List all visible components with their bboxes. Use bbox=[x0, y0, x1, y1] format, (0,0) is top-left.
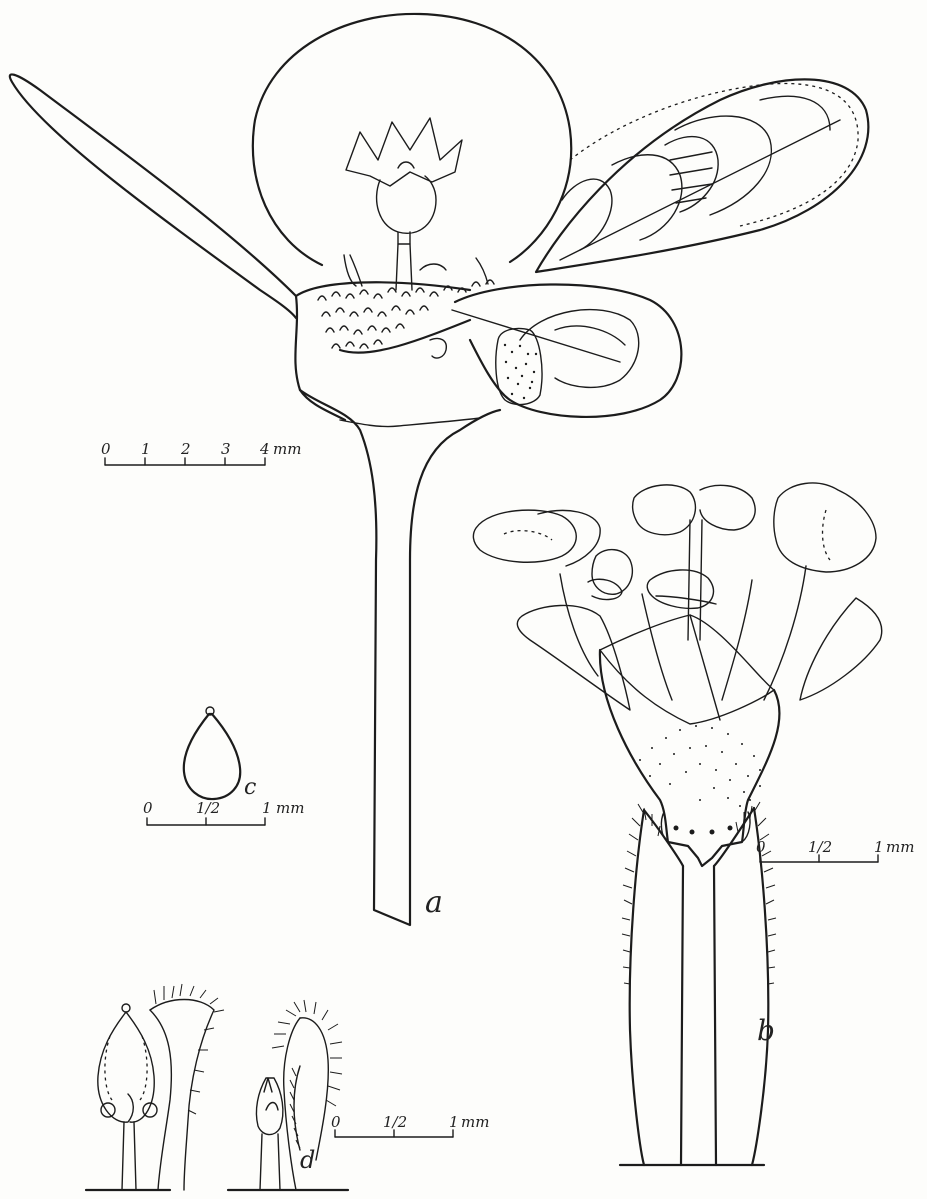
scale-a-tick-0: 0 bbox=[101, 440, 111, 458]
scale-bar-d: 0 1/2 1 mm bbox=[331, 1113, 489, 1137]
petal-elongate bbox=[536, 79, 868, 272]
scale-b-tick-2: 1 bbox=[874, 838, 884, 856]
scale-a-unit: mm bbox=[273, 440, 301, 458]
scale-bar-c: 0 1/2 1 mm bbox=[143, 799, 304, 825]
pedicel bbox=[300, 390, 500, 925]
scale-a-tick-4: 4 bbox=[259, 440, 270, 458]
scale-c-tick-1: 1/2 bbox=[196, 799, 220, 817]
scale-c-tick-2: 1 bbox=[262, 799, 272, 817]
scale-b-unit: mm bbox=[886, 838, 914, 856]
scale-d-tick-0: 0 bbox=[331, 1113, 341, 1131]
papillae bbox=[318, 255, 494, 348]
scale-b-tick-0: 0 bbox=[756, 838, 766, 856]
ovary-ports bbox=[674, 826, 733, 835]
petal-lower bbox=[455, 284, 681, 416]
scale-d-tick-2: 1 bbox=[449, 1113, 459, 1131]
receptacle bbox=[295, 282, 470, 420]
scale-bar-a: 0 1 2 3 4 mm bbox=[101, 440, 301, 465]
scale-c-unit: mm bbox=[276, 799, 304, 817]
scale-d-tick-1: 1/2 bbox=[383, 1113, 407, 1131]
inner-bud bbox=[346, 118, 462, 290]
scale-a-tick-2: 2 bbox=[180, 440, 191, 458]
scale-b-tick-1: 1/2 bbox=[808, 838, 832, 856]
label-b: b bbox=[757, 1014, 775, 1047]
figure-a bbox=[10, 14, 869, 925]
figure-c bbox=[184, 707, 240, 799]
label-c: c bbox=[244, 775, 256, 800]
figure-b bbox=[473, 483, 881, 1165]
label-d: d bbox=[300, 1146, 315, 1174]
scale-a-tick-1: 1 bbox=[141, 440, 151, 458]
scale-a-tick-3: 3 bbox=[221, 440, 231, 458]
scale-d-unit: mm bbox=[461, 1113, 489, 1131]
petal-round bbox=[253, 14, 571, 265]
sepal-left bbox=[10, 74, 296, 318]
label-a: a bbox=[425, 885, 443, 920]
scale-bar-b: 0 1/2 1 mm bbox=[756, 838, 914, 862]
stipple-anther bbox=[504, 344, 537, 399]
scale-c-tick-0: 0 bbox=[143, 799, 153, 817]
